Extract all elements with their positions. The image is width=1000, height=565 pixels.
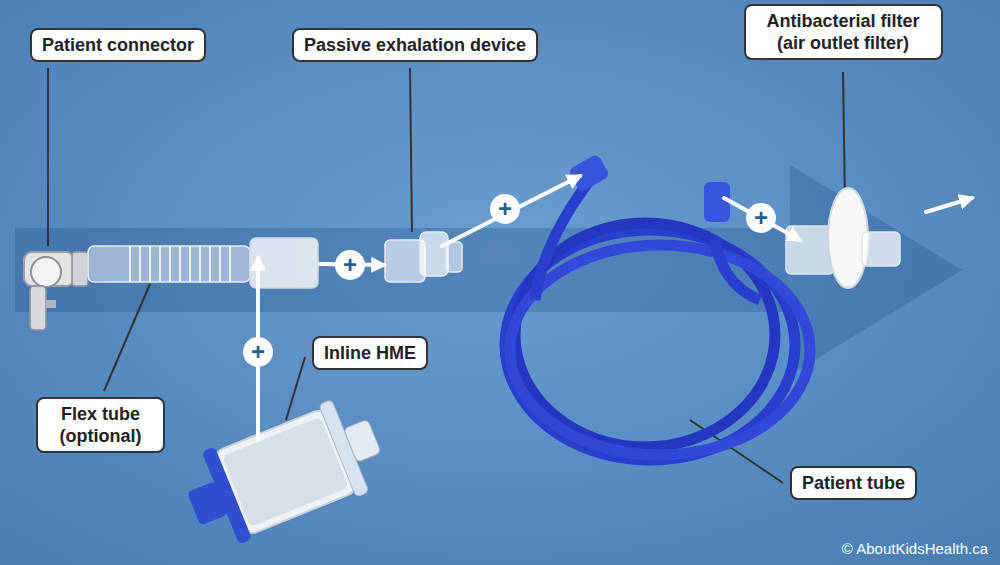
tube-rib — [209, 246, 211, 282]
callout-box: Inline HME — [312, 336, 428, 370]
plus-circle: + — [490, 194, 520, 224]
node-text: Passive exhalation device — [304, 34, 526, 56]
connector-elbow — [24, 252, 74, 286]
tube-rib — [139, 246, 141, 282]
leader-line — [410, 68, 412, 232]
patient-connector-picture — [24, 252, 88, 330]
exhalation-port — [420, 232, 448, 276]
callout-box: Passive exhalation device — [292, 28, 538, 62]
copyright-label: © AboutKidsHealth.ca — [842, 540, 988, 558]
callout-box: Patient tube — [790, 466, 917, 500]
flex-tube-body — [88, 246, 250, 282]
tube-cuff — [704, 182, 730, 222]
tube-rib — [159, 246, 161, 282]
filter-picture — [786, 188, 900, 288]
tube-rib — [149, 246, 151, 282]
tube-rib — [169, 246, 171, 282]
leader-line — [843, 72, 845, 205]
node-text: + — [754, 206, 768, 230]
tube-rib — [189, 246, 191, 282]
exhalation-body — [385, 240, 425, 282]
node-text: + — [251, 340, 265, 364]
node-text: Inline HME — [324, 342, 416, 364]
tube-lead — [535, 180, 590, 300]
leader-line — [104, 284, 150, 391]
hme-picture — [175, 390, 393, 556]
node-text: Patient tube — [802, 472, 905, 494]
flex-tube-end — [250, 238, 318, 288]
filter-outlet — [862, 232, 900, 266]
filter-inlet — [786, 226, 834, 274]
assembly-arrow — [442, 176, 580, 246]
node-text: + — [498, 197, 512, 221]
connector-port — [30, 286, 46, 330]
exhalation-outlet — [446, 242, 462, 272]
callout-box: Antibacterial filter (air outlet filter) — [744, 4, 943, 60]
node-text: Flex tube (optional) — [48, 403, 153, 447]
assembly-arrow — [724, 198, 800, 240]
plus-circle: + — [335, 250, 365, 280]
patient-tube-picture — [505, 180, 810, 460]
callout-box: Flex tube (optional) — [36, 397, 165, 453]
hme-port — [344, 419, 382, 462]
tube-coil — [510, 245, 810, 455]
connector-pin — [46, 300, 56, 308]
plus-circle: + — [746, 203, 776, 233]
plus-circle: + — [243, 337, 273, 367]
tube-rib — [219, 246, 221, 282]
flex-tube-picture — [88, 238, 318, 288]
callout-box: Patient connector — [30, 28, 206, 62]
hme-port — [187, 481, 228, 526]
node-text: Patient connector — [42, 34, 194, 56]
node-text: Antibacterial filter (air outlet filter) — [756, 10, 931, 54]
tube-cuff — [568, 153, 610, 193]
flow-arrow-band — [15, 165, 962, 375]
tube-rib — [179, 246, 181, 282]
tube-rib — [129, 246, 131, 282]
tube-rib — [229, 246, 231, 282]
assembly-arrow — [926, 198, 972, 212]
tube-rib — [199, 246, 201, 282]
tube-lead — [715, 240, 760, 300]
connector-swivel — [31, 257, 61, 287]
node-text: + — [343, 253, 357, 277]
connector-collar — [72, 252, 88, 286]
leader-line — [47, 68, 49, 246]
leader-line — [286, 357, 305, 420]
